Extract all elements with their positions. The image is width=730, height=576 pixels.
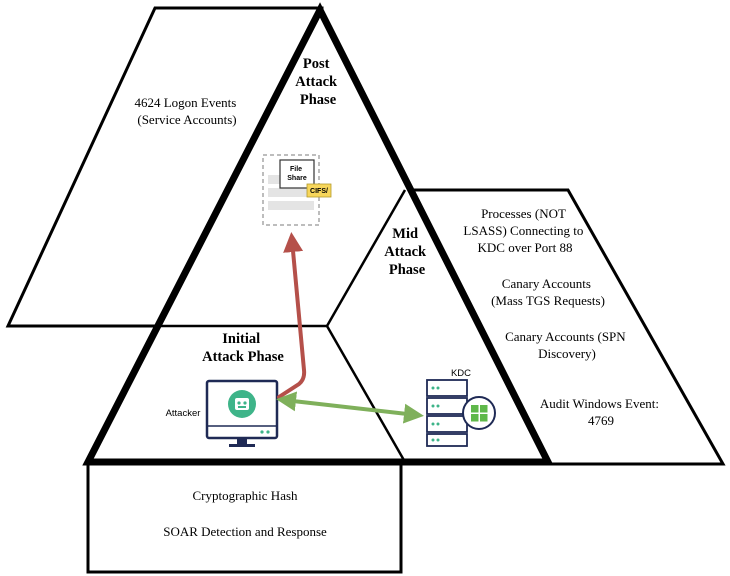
- mid-phase-left-edge: [325, 189, 407, 327]
- attacker-monitor-icon: [205, 379, 279, 447]
- initial-phase-title: Initial Attack Phase: [202, 331, 284, 365]
- file-share-label: File Share: [287, 166, 307, 182]
- mid-detection-event-4769: Audit Windows Event: 4769: [540, 396, 662, 428]
- attacker-to-file-share-arrow: [277, 232, 307, 399]
- main-triangle: [82, 2, 554, 466]
- mid-detection-processes: Processes (NOT LSASS) Connecting to KDC …: [463, 206, 586, 255]
- file-share-tag: CIFS/: [310, 188, 328, 195]
- mid-detection-spn-discovery: Canary Accounts (SPN Discovery): [505, 329, 629, 361]
- post-phase-title: Post Attack Phase: [295, 56, 341, 108]
- attacker-kdc-arrow: [276, 391, 424, 424]
- attacker-label: Attacker: [166, 408, 201, 419]
- base-rectangle: [86, 462, 403, 574]
- kdc-label: KDC: [451, 368, 471, 379]
- post-detection-logon-events: 4624 Logon Events (Service Accounts): [134, 95, 239, 127]
- file-share-icon: [262, 154, 332, 226]
- kdc-server-icon: [426, 379, 496, 447]
- base-detection-hash: Cryptographic Hash: [192, 488, 298, 503]
- mid-phase-title: Mid Attack Phase: [384, 226, 430, 278]
- base-detection-soar: SOAR Detection and Response: [163, 524, 327, 539]
- mid-detection-mass-tgs: Canary Accounts (Mass TGS Requests): [491, 276, 605, 308]
